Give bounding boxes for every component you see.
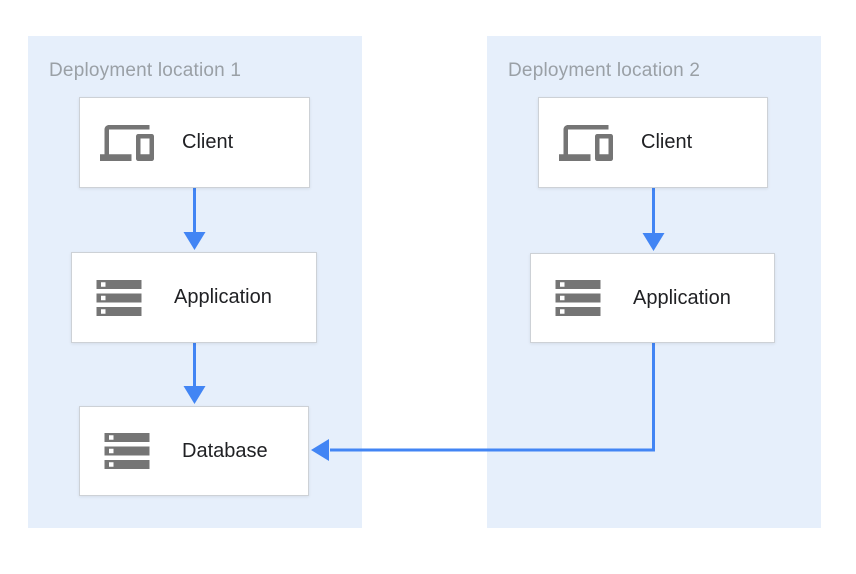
server-stack-icon: [92, 271, 146, 325]
node-label: Client: [641, 131, 693, 153]
devices-icon: [559, 116, 613, 170]
node-label: Client: [182, 131, 234, 153]
node-application-2: Application: [530, 253, 775, 343]
region-label-2: Deployment location 2: [508, 60, 701, 81]
node-application-1: Application: [71, 252, 317, 343]
region-label-1: Deployment location 1: [49, 60, 242, 81]
node-client-2: Client: [538, 97, 768, 188]
devices-icon: [100, 116, 154, 170]
server-stack-icon: [551, 271, 605, 325]
node-client-1: Client: [79, 97, 310, 188]
node-label: Database: [182, 439, 268, 462]
server-stack-icon: [100, 424, 154, 478]
node-label: Application: [174, 286, 272, 308]
node-database-1: Database: [79, 406, 309, 496]
node-label: Application: [633, 286, 731, 309]
